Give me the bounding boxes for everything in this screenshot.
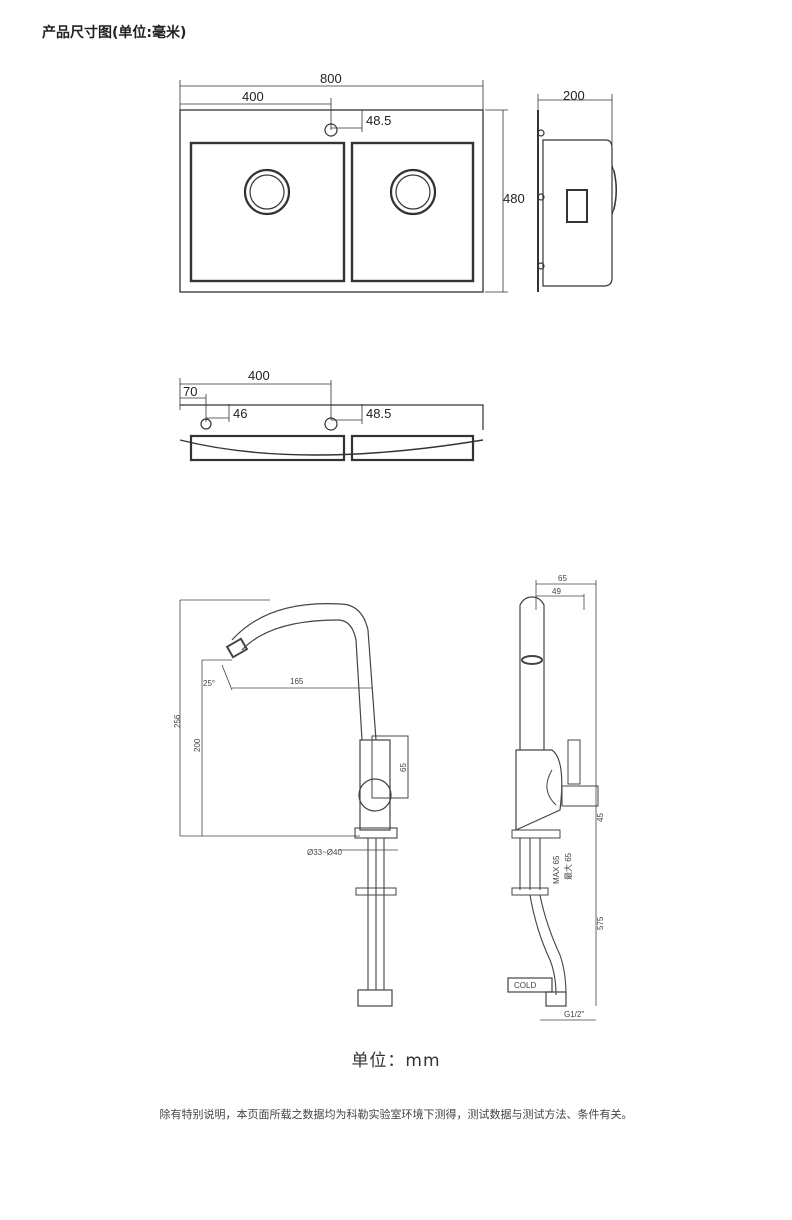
sink-side-view bbox=[537, 94, 617, 292]
faucet-dim-165-text: 165 bbox=[290, 677, 304, 686]
profile-dim-48-5-text: 48.5 bbox=[366, 406, 391, 421]
dim-48-5-text: 48.5 bbox=[366, 113, 391, 128]
unit-label: 单位：mm bbox=[351, 1051, 441, 1071]
footnote: 除有特别说明，本页面所载之数据均为科勒实验室环境下测得，测试数据与测试方法、条件… bbox=[159, 1108, 633, 1121]
side-dim-575-text: 575 bbox=[596, 916, 605, 930]
right-basin bbox=[350, 141, 475, 283]
dim-480-text: 480 bbox=[503, 191, 525, 206]
side-cold-text: COLD bbox=[514, 981, 536, 990]
faucet-front-view bbox=[179, 599, 409, 1007]
side-max-cn-text: 最大 65 bbox=[563, 852, 573, 880]
faucet-angle-text: 25° bbox=[203, 679, 215, 688]
left-basin bbox=[189, 141, 346, 283]
profile-dim-400-text: 400 bbox=[248, 368, 270, 383]
side-dim-49-text: 49 bbox=[552, 587, 561, 596]
faucet-hole bbox=[324, 123, 338, 137]
sink-front-profile bbox=[179, 378, 484, 462]
side-max-en-text: MAX 65 bbox=[552, 855, 561, 884]
page-title: 产品尺寸图(单位:毫米) bbox=[42, 25, 187, 41]
faucet-side-view bbox=[507, 580, 599, 1021]
dim-400-text: 400 bbox=[242, 89, 264, 104]
faucet-hole-diameter-text: Ø33~Ø40 bbox=[307, 848, 342, 857]
dim-800-text: 800 bbox=[320, 71, 342, 86]
sink-top-view bbox=[179, 80, 508, 293]
side-dim-65-text: 65 bbox=[558, 574, 567, 583]
sink-outline bbox=[179, 109, 484, 293]
side-thread-text: G1/2" bbox=[564, 1010, 584, 1019]
right-drain bbox=[389, 168, 437, 216]
side-dim-45-text: 45 bbox=[596, 813, 605, 822]
profile-dim-46-text: 46 bbox=[233, 406, 247, 421]
profile-dim-70-text: 70 bbox=[183, 384, 197, 399]
faucet-dim-200-text: 200 bbox=[193, 738, 202, 752]
faucet-dim-256-text: 256 bbox=[173, 714, 182, 728]
left-drain bbox=[243, 168, 291, 216]
faucet-dim-65-text: 65 bbox=[399, 763, 408, 772]
dim-200-text: 200 bbox=[563, 88, 585, 103]
